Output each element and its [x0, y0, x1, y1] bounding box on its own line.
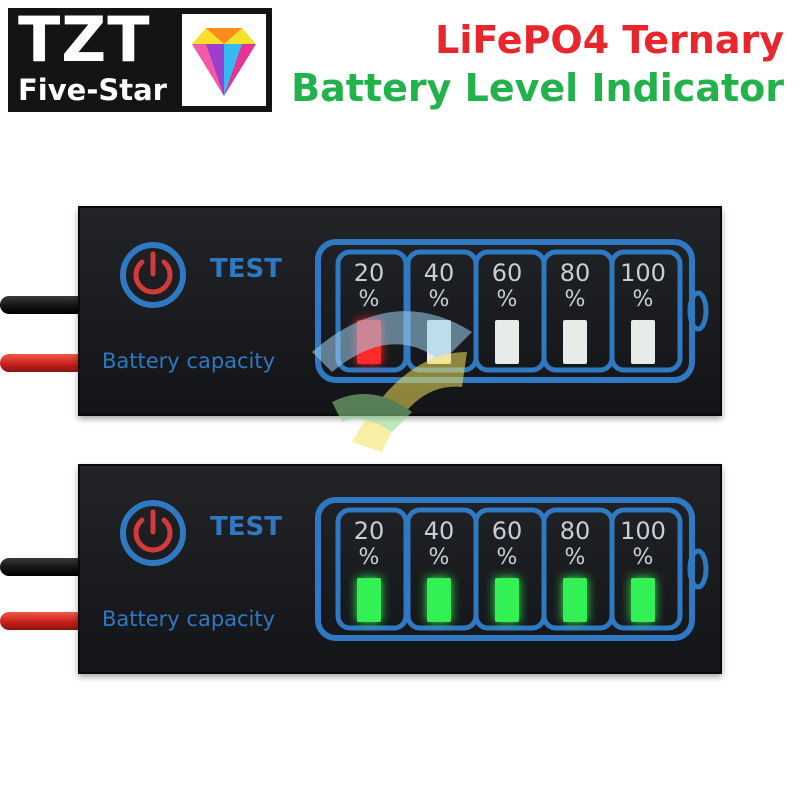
cell-percent-label: 60 [491, 517, 523, 545]
red-wire [0, 612, 82, 630]
cell-percent-label: 20 [353, 517, 385, 545]
product-title-line2: Battery Level Indicator [291, 66, 784, 110]
cell-percent-symbol: % [564, 545, 586, 570]
black-wire [0, 558, 82, 576]
brand-tagline: Five-Star [18, 73, 167, 107]
cell-percent-symbol: % [496, 545, 518, 570]
brand-logo: TZT Five-Star [8, 3, 272, 112]
cell-led-green [631, 578, 655, 622]
cell-percent-label: 80 [559, 259, 591, 287]
battery-capacity-label: Battery capacity [102, 607, 276, 631]
cell-percent-symbol: % [428, 545, 450, 570]
cell-led-green [357, 578, 381, 622]
cell-percent-label: 20 [353, 259, 385, 287]
watermark-logo [312, 311, 472, 452]
battery-capacity-label: Battery capacity [102, 349, 276, 373]
cell-percent-label: 80 [559, 517, 591, 545]
cell-percent-label: 100 [620, 259, 666, 287]
cell-percent-label: 40 [423, 259, 455, 287]
cell-percent-symbol: % [358, 287, 380, 312]
power-icon [120, 242, 186, 308]
cell-percent-symbol: % [632, 545, 654, 570]
red-wire [0, 354, 82, 372]
power-icon [120, 500, 186, 566]
cell-led-off [631, 320, 655, 364]
cell-led-green [563, 578, 587, 622]
cell-percent-symbol: % [496, 287, 518, 312]
cell-led-off [495, 320, 519, 364]
battery-outline-icon [315, 497, 709, 641]
battery-outline-icon [315, 239, 709, 383]
cell-led-off [563, 320, 587, 364]
cell-led-green [427, 578, 451, 622]
cell-percent-symbol: % [632, 287, 654, 312]
cell-percent-symbol: % [358, 545, 380, 570]
cell-led-green [495, 578, 519, 622]
cell-percent-label: 100 [620, 517, 666, 545]
test-label: TEST [210, 254, 282, 284]
cell-percent-label: 60 [491, 259, 523, 287]
product-title-line1: LiFePO4 Ternary [435, 18, 784, 62]
test-label: TEST [210, 512, 282, 542]
brand-name: TZT [18, 3, 151, 76]
cell-percent-label: 40 [423, 517, 455, 545]
cell-percent-symbol: % [428, 287, 450, 312]
diamond-icon [182, 14, 266, 106]
battery-cell-outline [609, 507, 683, 631]
black-wire [0, 296, 82, 314]
cell-percent-symbol: % [564, 287, 586, 312]
battery-cell-outline [609, 249, 683, 373]
